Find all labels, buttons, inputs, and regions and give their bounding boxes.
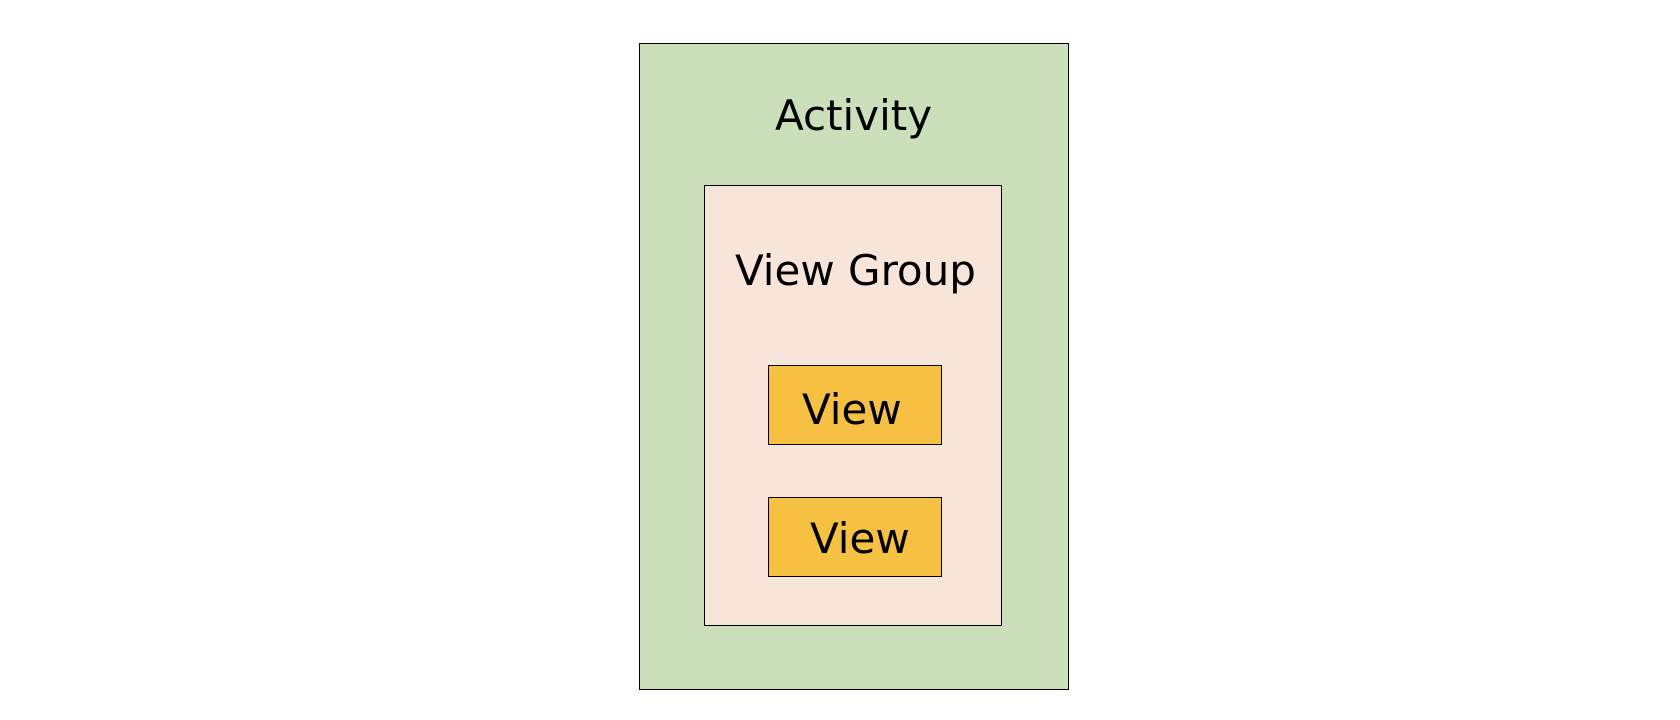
view-label-1: View [802,385,902,434]
view-box-1 [768,365,942,445]
view-label-2: View [810,514,910,563]
activity-label: Activity [775,91,933,140]
view-box-2 [768,497,942,577]
view-group-label: View Group [735,246,976,295]
